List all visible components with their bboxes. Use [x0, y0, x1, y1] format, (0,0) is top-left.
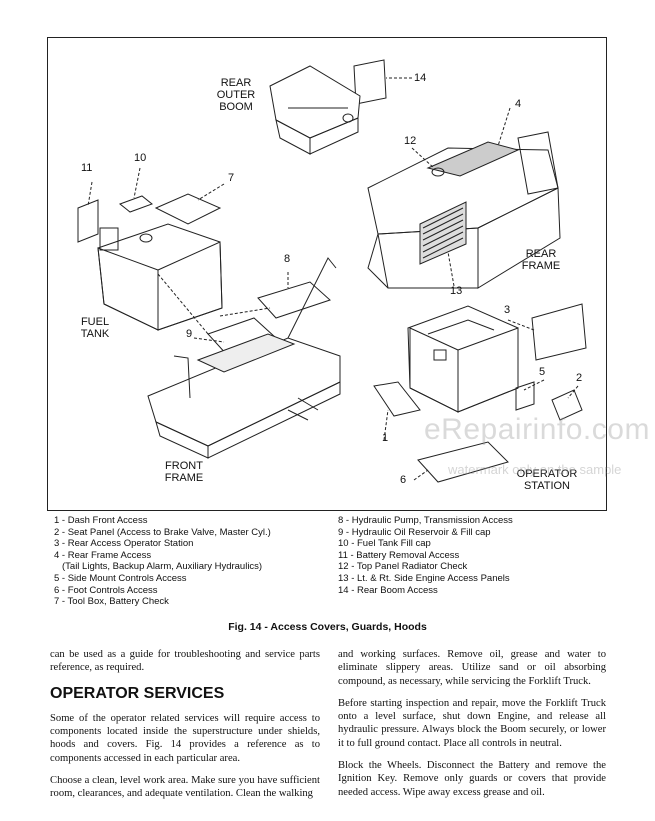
callout-12: 12: [404, 135, 417, 147]
legend-right: 8 - Hydraulic Pump, Transmission Access …: [338, 515, 513, 596]
panel-8-pump-access: [257, 281, 331, 319]
paragraph: Block the Wheels. Disconnect the Battery…: [338, 760, 606, 798]
callout-13: 13: [450, 285, 463, 297]
label-rear-outer-boom-text: REAR OUTER BOOM: [216, 77, 256, 113]
rear-frame-drawing: [367, 131, 561, 289]
paragraph: can be used as a guide for troubleshooti…: [50, 649, 320, 674]
paragraph: Choose a clean, level work area. Make su…: [50, 775, 320, 800]
legend-item: 5 - Side Mount Controls Access: [54, 572, 187, 584]
legend-item: 7 - Tool Box, Battery Check: [54, 596, 169, 608]
legend-item: 3 - Rear Access Operator Station: [54, 538, 194, 550]
label-rear-frame: REAR FRAME: [514, 248, 568, 272]
label-fuel-tank: FUEL TANK: [70, 316, 120, 340]
callout-1: 1: [382, 432, 389, 444]
legend-item: (Tail Lights, Backup Alarm, Auxiliary Hy…: [62, 561, 263, 573]
label-front-frame-text: FRONT FRAME: [164, 460, 204, 484]
label-rear-frame-text: REAR FRAME: [521, 248, 561, 272]
legend-item: 8 - Hydraulic Pump, Transmission Access: [338, 515, 513, 526]
panel-6-foot-controls: [417, 441, 509, 483]
panel-2-seat: [551, 389, 583, 421]
label-front-frame: FRONT FRAME: [154, 460, 214, 484]
leader-lines: [87, 77, 579, 481]
callout-5: 5: [539, 366, 546, 378]
panel-5-side-mount: [515, 381, 535, 411]
paragraph: Before starting inspection and repair, m…: [338, 697, 606, 749]
legend-item: 13 - Lt. & Rt. Side Engine Access Panels: [338, 572, 510, 584]
body-right-column: and working surfaces. Remove oil, grease…: [338, 648, 606, 808]
label-fuel-tank-text: FUEL TANK: [80, 316, 110, 340]
callout-10: 10: [134, 152, 147, 164]
legend-item: 10 - Fuel Tank Fill cap: [338, 538, 431, 550]
legend-item: 11 - Battery Removal Access: [338, 549, 460, 561]
legend-item: 9 - Hydraulic Oil Reservoir & Fill cap: [338, 526, 491, 538]
front-frame-drawing: [147, 257, 341, 459]
legend-left: 1 - Dash Front Access 2 - Seat Panel (Ac…: [54, 515, 271, 608]
watermark: eRepairinfo.com: [424, 413, 650, 446]
section-heading: OPERATOR SERVICES: [50, 684, 225, 702]
label-operator-station: OPERATOR STATION: [512, 468, 582, 492]
label-rear-outer-boom: REAR OUTER BOOM: [206, 77, 266, 113]
legend-item: 12 - Top Panel Radiator Check: [338, 561, 468, 573]
figure-caption: Fig. 14 - Access Covers, Guards, Hoods: [228, 621, 427, 633]
exploded-view-illustration: [77, 59, 587, 483]
figure-frame: REAR OUTER BOOM FUEL TANK FRONT FRAME RE…: [47, 37, 649, 511]
body-left-column: can be used as a guide for troubleshooti…: [50, 648, 320, 810]
panel-1-dash-front: [373, 381, 421, 417]
legend-item: 2 - Seat Panel (Access to Brake Valve, M…: [54, 526, 271, 538]
panel-11-battery-removal: [77, 199, 99, 243]
panel-10-fuel-fill-cap: [118, 195, 154, 213]
callout-6: 6: [400, 474, 407, 486]
legend-item: 6 - Foot Controls Access: [54, 584, 158, 596]
panel-14-rear-boom-access: [353, 59, 387, 105]
label-operator-station-text: OPERATOR STATION: [516, 468, 578, 492]
callout-4: 4: [515, 98, 522, 110]
panel-7-tool-box: [154, 193, 222, 225]
callout-8: 8: [284, 253, 291, 265]
fuel-tank-drawing: [97, 223, 223, 331]
callout-2: 2: [576, 372, 583, 384]
callout-9: 9: [186, 328, 193, 340]
paragraph: Some of the operator related services wi…: [50, 712, 320, 764]
callout-14: 14: [414, 72, 427, 84]
legend-item: 1 - Dash Front Access: [54, 515, 148, 526]
operator-station-drawing: [407, 305, 519, 413]
legend-item: 4 - Rear Frame Access: [54, 549, 152, 561]
rear-outer-boom-drawing: [269, 65, 361, 155]
watermark-note: watermark only on the sample: [448, 462, 622, 477]
panel-3-rear-access: [531, 303, 587, 361]
paragraph: and working surfaces. Remove oil, grease…: [338, 649, 606, 687]
callout-7: 7: [228, 172, 235, 184]
callout-3: 3: [504, 304, 511, 316]
callout-11: 11: [81, 162, 93, 174]
legend-item: 14 - Rear Boom Access: [338, 584, 438, 596]
